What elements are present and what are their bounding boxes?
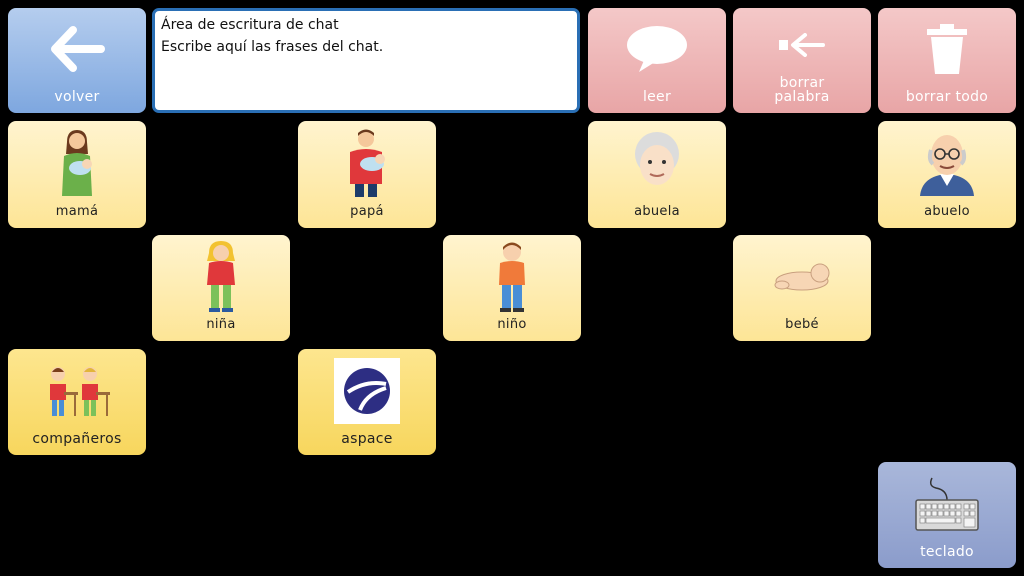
tile-label: mamá — [55, 204, 99, 219]
tile-nina[interactable]: niña — [152, 235, 290, 341]
tile-bebe[interactable]: bebé — [733, 235, 871, 341]
tile-papa[interactable]: papá — [298, 121, 436, 228]
tile-label: papá — [350, 204, 384, 219]
chat-area-placeholder: Escribe aquí las frases del chat. — [161, 39, 384, 55]
keyboard-label: teclado — [920, 544, 974, 560]
arrow-left-icon — [8, 8, 146, 90]
tile-companeros[interactable]: compañeros — [8, 349, 146, 455]
chat-input-area[interactable]: Área de escritura de chat Escribe aquí l… — [152, 8, 580, 113]
back-label: volver — [54, 89, 100, 105]
speech-bubble-icon — [588, 8, 726, 90]
delete-all-button[interactable]: borrar todo — [878, 8, 1016, 113]
chat-area-title: Área de escritura de chat — [161, 17, 339, 33]
tile-mama[interactable]: mamá — [8, 121, 146, 228]
boy-icon — [443, 235, 581, 318]
tile-label: bebé — [785, 317, 819, 332]
delete-word-label: borrar palabra — [774, 75, 830, 105]
grandfather-icon — [878, 121, 1016, 205]
keyboard-button[interactable]: teclado — [878, 462, 1016, 568]
girl-icon — [152, 235, 290, 318]
tile-aspace[interactable]: aspace — [298, 349, 436, 455]
grandmother-icon — [588, 121, 726, 205]
read-button[interactable]: leer — [588, 8, 726, 113]
delete-all-label: borrar todo — [905, 89, 989, 105]
backspace-arrow-icon — [733, 8, 871, 76]
aspace-logo-icon — [298, 349, 436, 432]
tile-abuelo[interactable]: abuelo — [878, 121, 1016, 228]
baby-icon — [733, 235, 871, 318]
tile-nino[interactable]: niño — [443, 235, 581, 341]
trash-icon — [878, 8, 1016, 90]
tile-label: niño — [497, 317, 527, 332]
father-with-baby-icon — [298, 121, 436, 205]
tile-label: niña — [206, 317, 236, 332]
classmates-icon — [8, 349, 146, 432]
delete-word-button[interactable]: borrar palabra — [733, 8, 871, 113]
back-button[interactable]: volver — [8, 8, 146, 113]
mother-with-baby-icon — [8, 121, 146, 205]
tile-label: abuelo — [924, 204, 970, 219]
keyboard-icon — [878, 462, 1016, 545]
tile-label: abuela — [634, 204, 680, 219]
tile-label: compañeros — [32, 431, 122, 447]
tile-label: aspace — [341, 431, 393, 447]
read-label: leer — [642, 89, 672, 105]
tile-abuela[interactable]: abuela — [588, 121, 726, 228]
